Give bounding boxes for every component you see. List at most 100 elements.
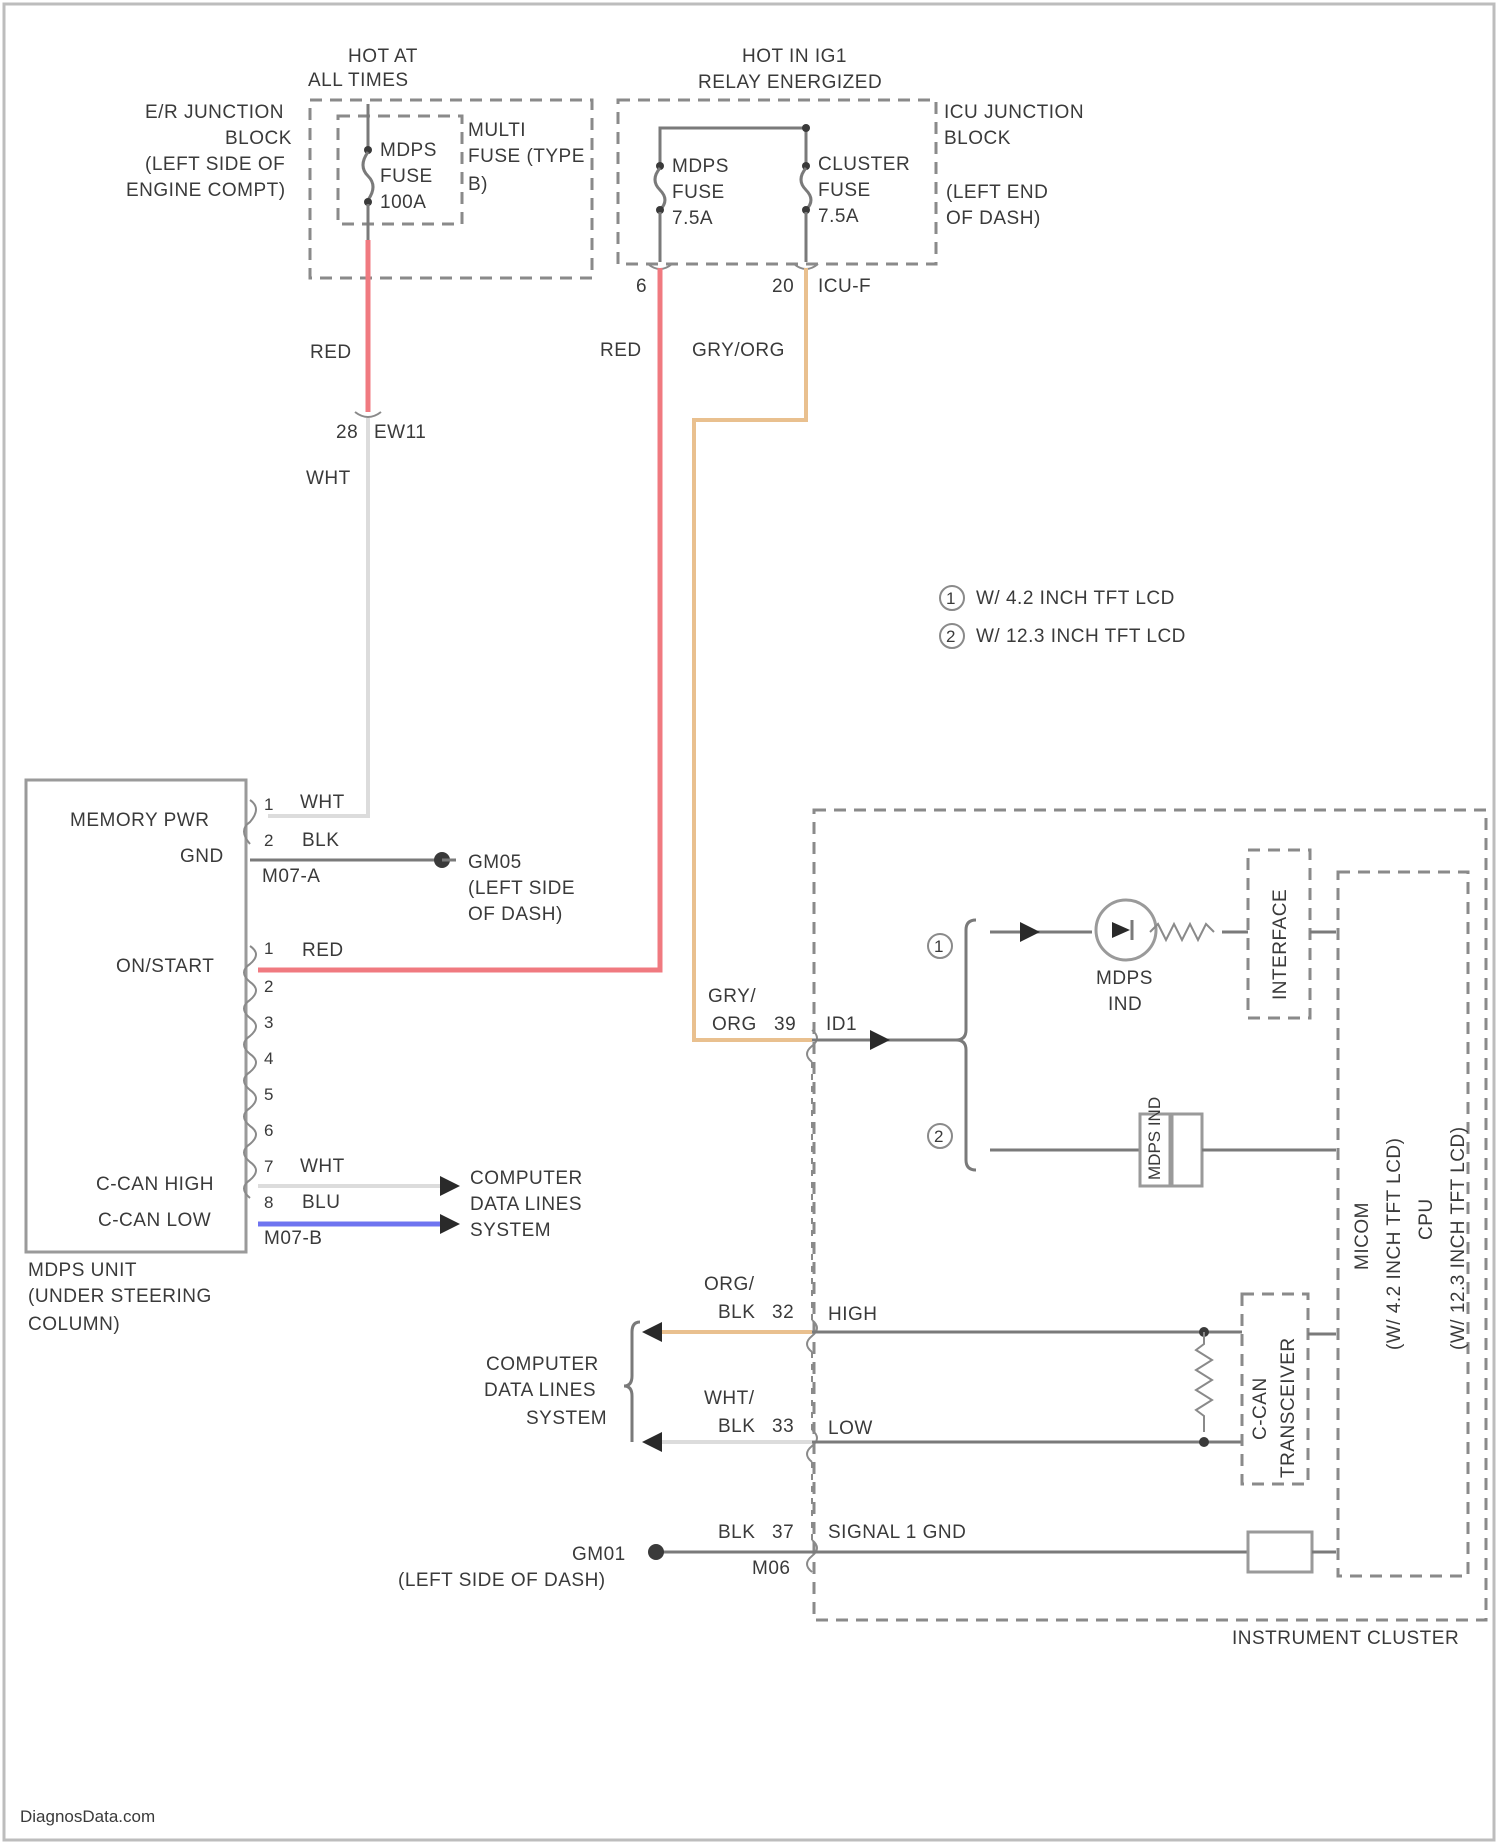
svg-text:GND: GND xyxy=(180,846,224,867)
wire-wht-label: WHT xyxy=(306,468,351,489)
arrow-can-high-out xyxy=(642,1322,662,1342)
svg-text:(W/ 12.3 INCH TFT LCD): (W/ 12.3 INCH TFT LCD) xyxy=(1448,1126,1469,1350)
svg-text:CPU: CPU xyxy=(1416,1198,1437,1240)
svg-text:BLOCK: BLOCK xyxy=(944,128,1011,149)
svg-text:IND: IND xyxy=(1108,994,1142,1015)
svg-text:HOT AT: HOT AT xyxy=(348,46,418,67)
svg-text:MICOM: MICOM xyxy=(1352,1202,1373,1270)
svg-text:(LEFT SIDE OF: (LEFT SIDE OF xyxy=(145,154,285,175)
mdps-fuse-7-5a-symbol xyxy=(655,162,665,262)
ground-gm05-label: GM05 (LEFT SIDE OF DASH) xyxy=(468,852,575,925)
svg-text:8: 8 xyxy=(264,1193,273,1212)
er-junction-block-label: E/R JUNCTION BLOCK (LEFT SIDE OF ENGINE … xyxy=(126,102,292,201)
svg-text:OF DASH): OF DASH) xyxy=(946,208,1041,229)
svg-text:(W/ 4.2 INCH TFT LCD): (W/ 4.2 INCH TFT LCD) xyxy=(1384,1138,1405,1350)
svg-text:(LEFT SIDE OF DASH): (LEFT SIDE OF DASH) xyxy=(398,1570,606,1591)
wire-red-label-1: RED xyxy=(310,342,352,363)
interface-label: INTERFACE xyxy=(1270,889,1291,1000)
svg-text:COMPUTER: COMPUTER xyxy=(470,1168,583,1189)
wire-wht-label-2: WHT xyxy=(300,1156,345,1177)
svg-text:100A: 100A xyxy=(380,192,426,213)
svg-text:SYSTEM: SYSTEM xyxy=(526,1408,607,1429)
wire-red-label-3: RED xyxy=(302,940,344,961)
svg-text:DATA LINES: DATA LINES xyxy=(484,1380,596,1401)
svg-text:ICU-F: ICU-F xyxy=(818,276,871,297)
svg-text:MDPS IND: MDPS IND xyxy=(1145,1097,1164,1180)
cluster-fuse-label: CLUSTER FUSE 7.5A xyxy=(818,154,910,227)
svg-text:ALL TIMES: ALL TIMES xyxy=(308,70,409,91)
mdps-fuse-100a-label: MDPS FUSE 100A xyxy=(380,140,437,213)
svg-text:FUSE: FUSE xyxy=(672,182,725,203)
svg-text:1: 1 xyxy=(934,937,943,956)
svg-text:1: 1 xyxy=(264,795,273,814)
svg-text:ENGINE COMPT): ENGINE COMPT) xyxy=(126,180,286,201)
can-termination-resistor xyxy=(1196,1327,1212,1447)
svg-text:ORG/: ORG/ xyxy=(704,1274,755,1295)
svg-text:GRY/: GRY/ xyxy=(708,986,756,1007)
computer-data-lines-label-1: COMPUTER DATA LINES SYSTEM xyxy=(470,1168,583,1241)
wire-gry-org xyxy=(694,268,812,1040)
svg-text:28: 28 xyxy=(336,422,358,443)
svg-text:DATA LINES: DATA LINES xyxy=(470,1194,582,1215)
wire-blk-label: BLK xyxy=(302,830,339,851)
svg-text:HOT IN IG1: HOT IN IG1 xyxy=(742,46,847,67)
wire-gry-org-label: GRY/ORG xyxy=(692,340,785,361)
wht-blk-pin-33-label: WHT/ BLK 33 LOW xyxy=(704,1388,873,1439)
svg-text:FUSE: FUSE xyxy=(380,166,433,187)
svg-text:LOW: LOW xyxy=(828,1418,873,1439)
svg-text:GM05: GM05 xyxy=(468,852,522,873)
svg-text:BLOCK: BLOCK xyxy=(225,128,292,149)
wire-red-label-2: RED xyxy=(600,340,642,361)
svg-text:MULTI: MULTI xyxy=(468,120,526,141)
svg-text:GM01: GM01 xyxy=(572,1544,626,1565)
svg-text:20: 20 xyxy=(772,276,794,297)
mdps-ind-lcd-path: MDPS IND xyxy=(990,1097,1336,1186)
mdps-fuse-7-5a-label: MDPS FUSE 7.5A xyxy=(672,156,729,229)
svg-text:C-CAN LOW: C-CAN LOW xyxy=(98,1210,211,1231)
icu-connector-pins: 6 20 ICU-F xyxy=(636,264,871,297)
svg-text:2: 2 xyxy=(264,831,273,850)
svg-text:(LEFT END: (LEFT END xyxy=(946,182,1048,203)
hot-in-ig1-label: HOT IN IG1 RELAY ENERGIZED xyxy=(698,46,882,93)
svg-text:6: 6 xyxy=(264,1121,273,1140)
conn-m07a-label: M07-A xyxy=(262,866,320,887)
hot-at-all-times-label: HOT AT ALL TIMES xyxy=(308,46,418,91)
svg-text:MDPS: MDPS xyxy=(380,140,437,161)
mdps-unit-label: MDPS UNIT (UNDER STEERING COLUMN) xyxy=(28,1260,212,1335)
c-can-transceiver-label: C-CAN TRANSCEIVER xyxy=(1250,1337,1299,1478)
svg-text:7: 7 xyxy=(264,1157,273,1176)
svg-text:MDPS: MDPS xyxy=(672,156,729,177)
svg-text:COLUMN): COLUMN) xyxy=(28,1314,120,1335)
svg-text:WHT/: WHT/ xyxy=(704,1388,755,1409)
legend: 1 W/ 4.2 INCH TFT LCD 2 W/ 12.3 INCH TFT… xyxy=(940,586,1186,648)
svg-text:MEMORY PWR: MEMORY PWR xyxy=(70,810,209,831)
svg-text:SIGNAL 1 GND: SIGNAL 1 GND xyxy=(828,1522,966,1543)
watermark: DiagnosData.com xyxy=(20,1807,155,1826)
conn-m07b-label: M07-B xyxy=(264,1228,322,1249)
svg-text:FUSE: FUSE xyxy=(818,180,871,201)
svg-text:ICU JUNCTION: ICU JUNCTION xyxy=(944,102,1084,123)
svg-text:BLK: BLK xyxy=(718,1302,755,1323)
svg-text:7.5A: 7.5A xyxy=(672,208,713,229)
svg-text:2: 2 xyxy=(264,977,273,996)
multi-fuse-label: MULTI FUSE (TYPE B) xyxy=(468,120,585,195)
svg-text:COMPUTER: COMPUTER xyxy=(486,1354,599,1375)
svg-text:EW11: EW11 xyxy=(374,422,426,443)
svg-text:MDPS: MDPS xyxy=(1096,968,1153,989)
svg-text:(UNDER STEERING: (UNDER STEERING xyxy=(28,1286,212,1307)
svg-text:BLK: BLK xyxy=(718,1416,755,1437)
svg-text:CLUSTER: CLUSTER xyxy=(818,154,910,175)
variant-marker-1: 1 xyxy=(928,934,952,958)
svg-text:E/R JUNCTION: E/R JUNCTION xyxy=(145,102,284,123)
svg-text:1: 1 xyxy=(946,589,955,608)
mdps-unit-pin-labels: MEMORY PWR GND ON/START C-CAN HIGH C-CAN… xyxy=(70,810,224,1231)
svg-text:SYSTEM: SYSTEM xyxy=(470,1220,551,1241)
icu-junction-block-label: ICU JUNCTION BLOCK (LEFT END OF DASH) xyxy=(944,102,1084,229)
computer-data-lines-label-2: COMPUTER DATA LINES SYSTEM xyxy=(484,1354,607,1429)
svg-text:ORG: ORG xyxy=(712,1014,757,1035)
gry-org-pin-39-label: GRY/ ORG 39 ID1 xyxy=(708,986,857,1035)
svg-text:ON/START: ON/START xyxy=(116,956,214,977)
svg-text:7.5A: 7.5A xyxy=(818,206,859,227)
svg-text:B): B) xyxy=(468,174,488,195)
